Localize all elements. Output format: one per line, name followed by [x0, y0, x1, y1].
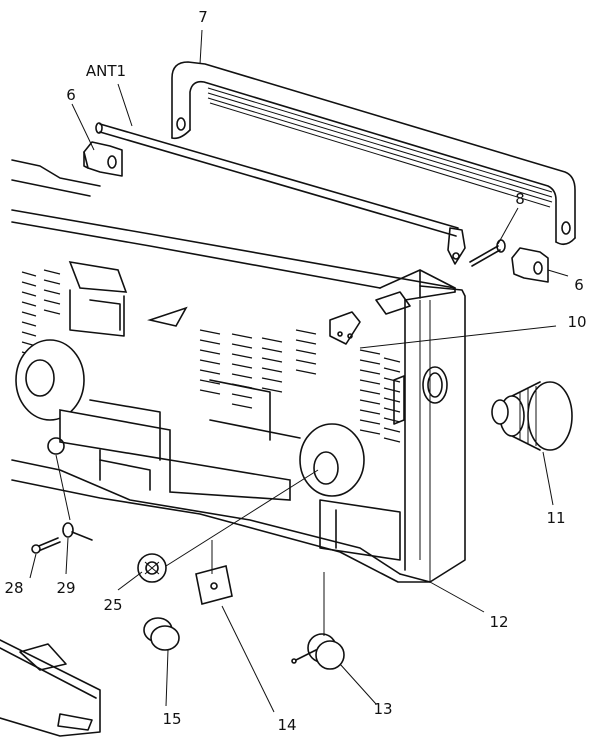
callout-antenna: ANT1 — [86, 62, 126, 80]
bottom-panel-fragment — [0, 639, 101, 737]
callout-29: 29 — [56, 579, 75, 597]
callout-13: 13 — [373, 700, 392, 718]
leader-lines — [29, 29, 569, 713]
screw-8 — [469, 239, 506, 267]
callout-14: 14 — [277, 716, 296, 734]
grille-hatching — [21, 269, 401, 443]
callout-6-right: 6 — [574, 276, 584, 294]
bracket-left — [83, 141, 123, 177]
knob-11 — [491, 381, 573, 451]
callout-28: 28 — [4, 579, 23, 597]
callout-7: 7 — [198, 8, 208, 26]
callout-10: 10 — [567, 313, 586, 331]
bracket-right — [511, 247, 549, 283]
plate-14 — [195, 565, 233, 605]
callout-12: 12 — [489, 613, 508, 631]
antenna-rod — [95, 122, 466, 265]
carry-handle — [171, 61, 576, 246]
callout-11: 11 — [546, 509, 565, 527]
foot-13 — [291, 633, 345, 670]
callout-8: 8 — [515, 190, 525, 208]
callout-15: 15 — [162, 710, 181, 728]
screw-28 — [31, 537, 61, 554]
callout-6-left: 6 — [66, 86, 76, 104]
washer-29 — [62, 522, 93, 541]
internal-mechanism — [15, 260, 411, 561]
gear-25 — [137, 553, 167, 583]
cap-15 — [143, 617, 180, 651]
chassis — [11, 159, 466, 583]
callout-25: 25 — [103, 596, 122, 614]
